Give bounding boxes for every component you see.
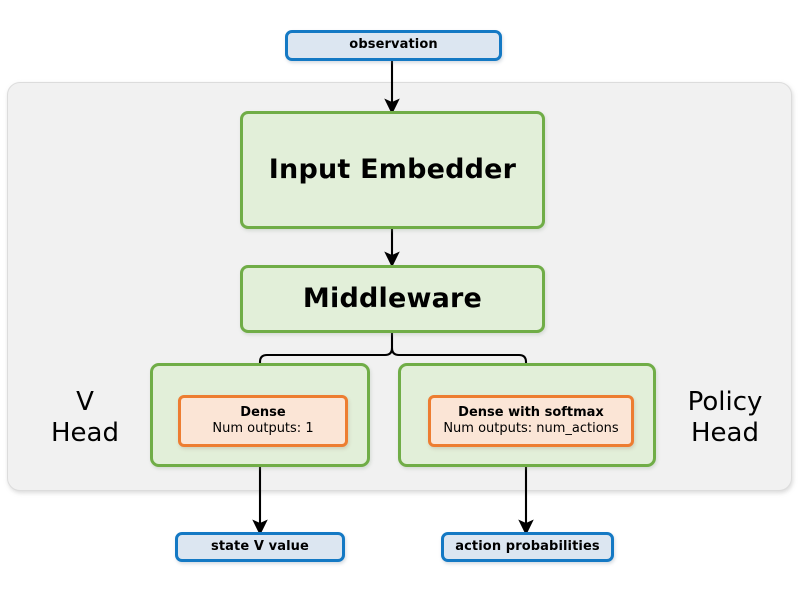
observation-label: observation	[349, 37, 438, 53]
v-head-side-label: V Head	[22, 378, 148, 458]
policy-head-dense-title: Dense with softmax	[458, 404, 604, 420]
policy-head-side-label: Policy Head	[662, 378, 788, 458]
v-head-dense-title: Dense	[240, 404, 286, 420]
v-head-dense-node: Dense Num outputs: 1	[178, 395, 348, 447]
policy-head-dense-node: Dense with softmax Num outputs: num_acti…	[428, 395, 634, 447]
action-probabilities-label: action probabilities	[455, 538, 600, 554]
policy-head-label-line2: Head	[691, 418, 759, 448]
v-head-label-line2: Head	[51, 418, 119, 448]
middleware-node: Middleware	[240, 265, 545, 333]
middleware-label: Middleware	[302, 283, 483, 315]
input-embedder-node: Input Embedder	[240, 111, 545, 229]
action-probabilities-node: action probabilities	[441, 532, 614, 562]
policy-head-container: Dense with softmax Num outputs: num_acti…	[398, 363, 656, 467]
input-embedder-label: Input Embedder	[268, 154, 517, 186]
v-head-dense-subtitle: Num outputs: 1	[212, 421, 314, 436]
state-v-value-node: state V value	[175, 532, 345, 562]
policy-head-label-line1: Policy	[687, 387, 763, 418]
policy-head-dense-subtitle: Num outputs: num_actions	[443, 421, 619, 436]
state-v-value-label: state V value	[211, 538, 309, 554]
observation-node: observation	[285, 30, 502, 61]
v-head-container: Dense Num outputs: 1	[150, 363, 370, 467]
v-head-label-line1: V	[76, 387, 94, 418]
